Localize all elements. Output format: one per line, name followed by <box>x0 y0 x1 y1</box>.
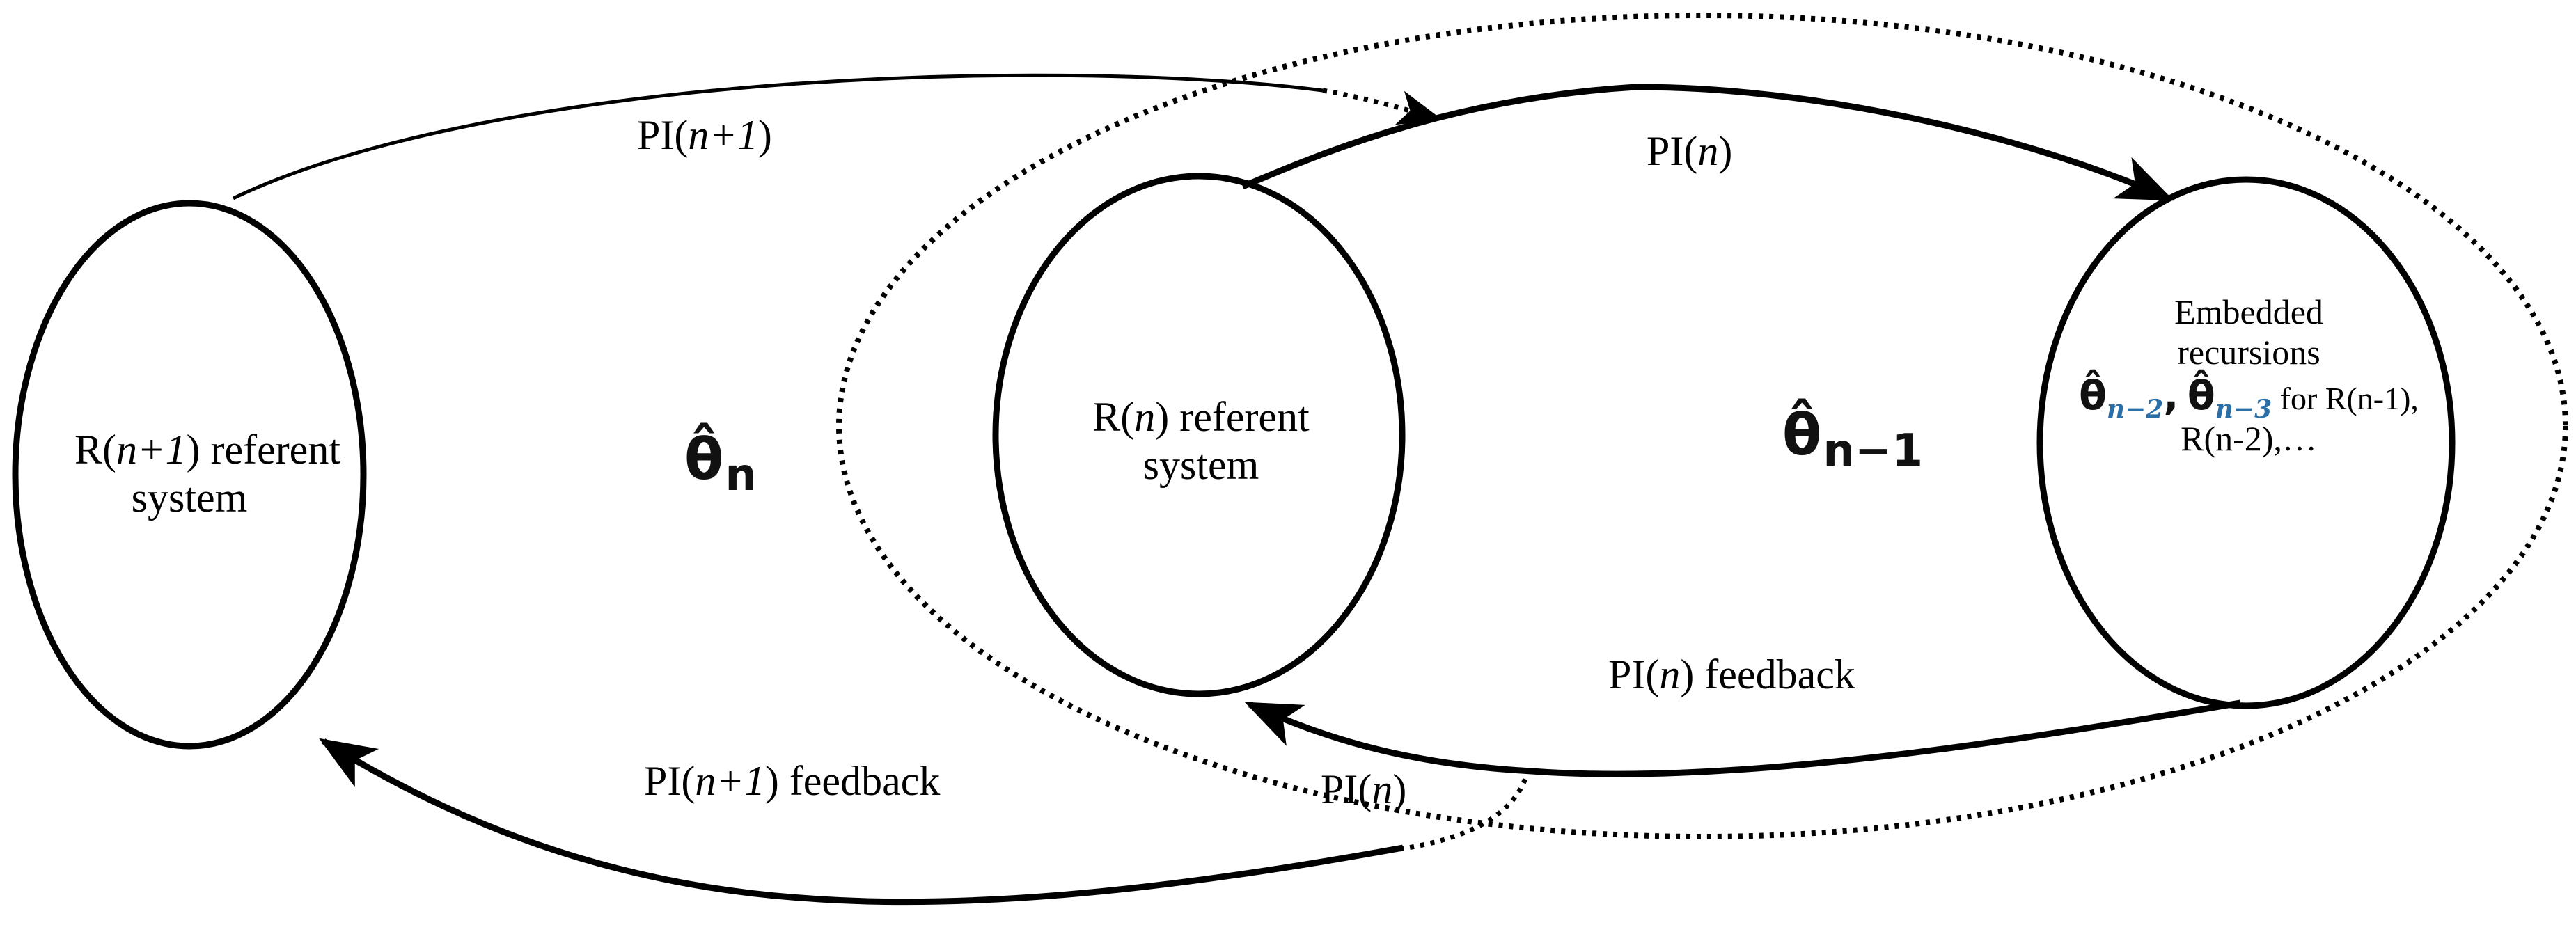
theta-n: θ̂n <box>684 427 757 501</box>
node-r-n-plus-1-label: R(n+1) referent system <box>74 427 340 521</box>
edge-label-pi-n: PI(n) <box>1647 128 1733 174</box>
edge-label-pi-n-plus-1: PI(n+1) <box>637 112 772 158</box>
node-r-n-plus-1 <box>12 200 367 750</box>
edge-pi-n-feedback <box>1244 699 2241 777</box>
theta-n-minus-1: θ̂n−1 <box>1782 402 1924 477</box>
node-r-n-label: R(n) referent system <box>1092 394 1310 488</box>
edge-pi-n-plus-1-feedback <box>319 738 1404 906</box>
edge-label-pi-n-feedback: PI(n) feedback <box>1608 651 1855 697</box>
node-embedded-label: Embedded recursions θ̂n−2, θ̂n−3 for R(n… <box>2079 292 2419 458</box>
theta-n-minus-2: θ̂n−2 <box>2079 372 2164 424</box>
node-embedded-recursions <box>2036 176 2456 709</box>
node-r-n <box>992 173 1406 697</box>
edge-label-pi-n-bottom: PI(n) <box>1321 766 1407 812</box>
theta-n-minus-3: θ̂n−3 <box>2187 372 2272 424</box>
recursion-boundary-ellipse <box>836 13 2568 839</box>
edge-pi-n <box>1241 84 2174 202</box>
edge-pi-n-dotted-connector <box>1399 768 1531 852</box>
edge-label-pi-n-plus-1-feedback: PI(n+1) feedback <box>644 758 941 804</box>
edge-pi-n-plus-1-solid <box>232 73 1324 200</box>
edge-pi-n-plus-1-dotted <box>1322 88 1443 125</box>
